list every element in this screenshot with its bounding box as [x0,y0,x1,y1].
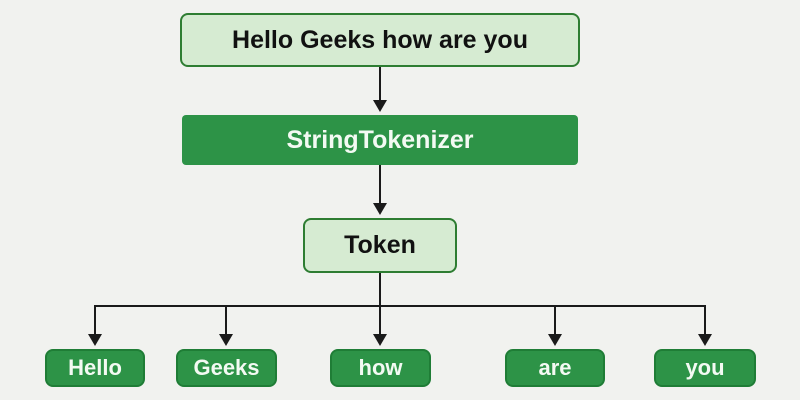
arrowhead-you [698,334,712,346]
token-leaf-geeks-label: Geeks [193,355,260,380]
node-stringtokenizer: StringTokenizer [182,115,578,165]
node-token: Token [303,218,457,273]
node-token-label: Token [344,231,416,259]
token-leaf-are: are [505,349,605,387]
token-leaf-are-label: are [538,355,572,380]
token-leaf-hello-label: Hello [68,355,122,380]
token-leaf-hello: Hello [45,349,145,387]
token-leaf-how-label: how [358,355,403,380]
arrowhead-hello [88,334,102,346]
token-leaf-you: you [654,349,756,387]
token-leaf-geeks: Geeks [176,349,277,387]
arrowhead-tokenizer-to-token [373,203,387,215]
token-leaf-you-label: you [685,355,725,380]
arrowhead-geeks [219,334,233,346]
node-input-string-label: Hello Geeks how are you [232,25,528,54]
arrowhead-input-to-tokenizer [373,100,387,112]
token-leaf-how: how [330,349,431,387]
node-input-string: Hello Geeks how are you [180,13,580,67]
arrowhead-how [373,334,387,346]
node-stringtokenizer-label: StringTokenizer [286,125,474,154]
arrowhead-are [548,334,562,346]
